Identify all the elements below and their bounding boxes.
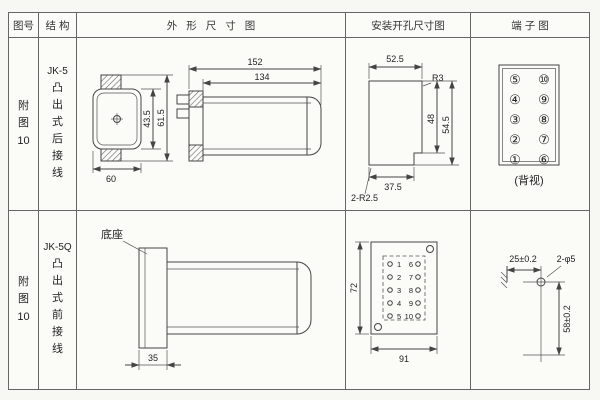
- jk5q-base-flange: [138, 247, 168, 349]
- dim-61-5: 61.5: [156, 109, 166, 127]
- row1-structure-label: 凸出式后接线: [52, 81, 63, 180]
- dim-52-5: 52.5: [386, 54, 404, 64]
- jk5q-body: [166, 261, 312, 335]
- dim-48: 48: [426, 114, 436, 124]
- dim-54-5: 54.5: [441, 116, 451, 134]
- row1-structure-cell: JK-5 凸出式后接线: [39, 38, 77, 211]
- row1-model-label: JK-5: [47, 65, 68, 77]
- hole-1: 1: [397, 260, 401, 269]
- terminal-10: ⑩: [538, 72, 550, 87]
- terminal-numbers: ⑤ ④ ③ ② ① ⑩ ⑨ ⑧ ⑦ ⑥: [509, 72, 550, 167]
- hole-10: 10: [405, 312, 413, 321]
- dim-43-5: 43.5: [142, 110, 152, 128]
- terminal-6: ⑥: [538, 152, 550, 167]
- header-mounting: 安装开孔尺寸图: [346, 13, 471, 38]
- header-terminal: 端子图: [471, 13, 589, 38]
- dim-72: 72: [349, 283, 359, 293]
- terminal-7: ⑦: [538, 132, 550, 147]
- row2-terminal-cell: 25±0.2 2-φ5 58±0.2: [471, 211, 589, 389]
- row1-outline-cell: 60 43.5 61.5: [77, 38, 346, 211]
- base-label: 底座: [101, 227, 123, 241]
- dim-r3: R3: [432, 73, 444, 83]
- reference-edge: [500, 266, 508, 289]
- dim-35: 35: [148, 353, 158, 363]
- row2-mounting-cell: 1 2 3 4 5 6 7 8 9 10: [346, 211, 471, 389]
- header-outline: 外形尺寸图: [77, 13, 346, 38]
- row1-fig-no-cell: 附图10: [9, 38, 39, 211]
- hole-8: 8: [409, 286, 413, 295]
- row1-terminal-cell: ⑤ ④ ③ ② ① ⑩ ⑨ ⑧ ⑦ ⑥ (背视): [471, 38, 589, 211]
- jk5q-hole-spacing-drawing: 25±0.2 2-φ5 58±0.2: [500, 254, 576, 362]
- spacing-dims: 25±0.2 2-φ5 58±0.2: [506, 254, 576, 356]
- header-terminal-label: 端子图: [511, 19, 552, 32]
- rear-view-caption: (背视): [514, 173, 543, 187]
- header-fig-no: 图号: [9, 13, 39, 38]
- row2-fig-label: 附图10: [17, 276, 30, 323]
- terminal-3: ③: [509, 112, 521, 127]
- terminal-5: ⑤: [509, 72, 521, 87]
- row2-model-label: JK-5Q: [43, 241, 72, 253]
- jk5q-terminal-holes: 1 2 3 4 5 6 7 8 9 10: [387, 260, 421, 321]
- terminal-2: ②: [509, 132, 521, 147]
- row2-fig-no-cell: 附图10: [9, 211, 39, 389]
- row2-structure-label: 凸出式前接线: [52, 257, 63, 356]
- dim-152: 152: [247, 57, 262, 67]
- dim-25: 25±0.2: [509, 254, 536, 264]
- header-fig-no-label: 图号: [13, 19, 34, 32]
- hole-size-note: 2-φ5: [557, 254, 576, 264]
- terminal-8: ⑧: [538, 112, 550, 127]
- row2-structure-cell: JK-5Q 凸出式前接线: [39, 211, 77, 389]
- dim-37-5: 37.5: [384, 182, 402, 192]
- hole-4: 4: [397, 299, 401, 308]
- jk5q-cutout-dims: 72 91: [349, 241, 438, 364]
- jk5-side-view: [176, 90, 322, 162]
- terminal-1: ①: [509, 152, 521, 167]
- terminal-box: [498, 64, 560, 166]
- dim-91: 91: [399, 354, 409, 364]
- header-structure: 结构: [39, 13, 77, 38]
- header-structure-label: 结构: [45, 19, 73, 32]
- row1-fig-label: 附图10: [17, 100, 30, 147]
- hole-3: 3: [397, 286, 401, 295]
- hole-6: 6: [409, 260, 413, 269]
- jk5q-dims: 35: [125, 350, 181, 370]
- jk5-mounting-drawing: 52.5 R3 48 54.5 37.5 2-R2.5: [351, 54, 459, 203]
- jk5-cutout-shape: [368, 80, 423, 166]
- hole-7: 7: [409, 273, 413, 282]
- dimension-table: 图号 结构 外形尺寸图 安装开孔尺寸图 端子图 附图10 JK-5 凸出式后接线: [8, 12, 590, 390]
- dim-134: 134: [254, 72, 269, 82]
- hole-9: 9: [409, 299, 413, 308]
- jk5q-outline-drawing: 底座 35: [101, 227, 312, 370]
- terminal-4: ④: [509, 92, 521, 107]
- row2-structure-wrap: JK-5Q 凸出式前接线: [43, 242, 71, 358]
- jk5-cutout-dims: 52.5 R3 48 54.5 37.5 2-R2.5: [351, 54, 459, 203]
- jk5-front-view: [92, 74, 142, 162]
- jk5-front-dims: 60 43.5 61.5: [92, 74, 173, 184]
- corner-radius-note: 2-R2.5: [351, 193, 378, 203]
- jk5-side-dims: 152 134: [188, 57, 322, 105]
- header-outline-label: 外形尺寸图: [166, 19, 265, 32]
- row2-outline-cell: 底座 35: [77, 211, 346, 389]
- jk5-terminal-diagram: ⑤ ④ ③ ② ① ⑩ ⑨ ⑧ ⑦ ⑥ (背视): [498, 64, 560, 187]
- row1-structure-wrap: JK-5 凸出式后接线: [47, 66, 68, 182]
- terminal-9: ⑨: [538, 92, 550, 107]
- hole-5: 5: [397, 312, 401, 321]
- dim-58: 58±0.2: [562, 305, 572, 332]
- hole-2: 2: [397, 273, 401, 282]
- row1-mounting-cell: 52.5 R3 48 54.5 37.5 2-R2.5: [346, 38, 471, 211]
- jk5q-cutout-shape: [370, 241, 438, 335]
- jk5q-mounting-drawing: 1 2 3 4 5 6 7 8 9 10: [349, 241, 438, 364]
- dim-60: 60: [106, 174, 116, 184]
- header-mounting-label: 安装开孔尺寸图: [371, 19, 445, 32]
- jk5-outline-drawing: 60 43.5 61.5: [92, 57, 322, 184]
